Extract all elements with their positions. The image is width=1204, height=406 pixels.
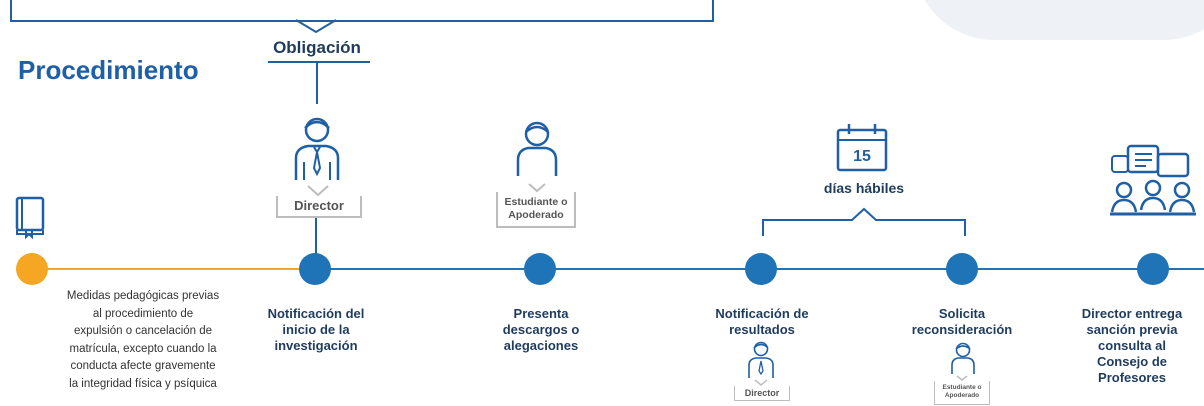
role-director: Director [276,196,362,218]
timeline-dot-start [16,253,48,285]
calendar-number: 15 [853,148,871,165]
director-icon [294,117,340,180]
role-notch [754,379,768,386]
days-bracket [762,207,966,236]
background-shape [914,0,1204,40]
timeline-previous [32,268,316,270]
timeline-dot-3 [745,253,777,285]
obligation-label: Obligación [273,38,361,57]
director-connector [315,218,317,266]
role-director-small: Director [734,386,790,401]
bracket-notch [295,19,337,34]
role-student: Estudiante o Apoderado [496,192,576,228]
intro-description: Medidas pedagógicas previas al procedimi… [66,290,220,390]
timeline-dot-2 [524,253,556,285]
top-bracket [10,0,714,22]
days-label: días hábiles [823,180,905,196]
role-notch [307,185,329,197]
step-1-label: Notificación del inicio de la investigac… [267,306,365,353]
timeline-dot-5 [1137,253,1169,285]
step-5-label: Director entrega sanción previa consulta… [1081,306,1183,385]
timeline-dot-4 [946,253,978,285]
role-student-small: Estudiante o Apoderado [934,381,990,405]
role-notch [956,375,968,381]
calendar-icon: 15 [836,124,888,172]
obligation-connector [316,62,318,104]
step-2-label: Presenta descargos o alegaciones [502,306,580,353]
meeting-icon [1110,144,1196,216]
step-4-label: Solicita reconsideración [911,306,1013,337]
book-icon [15,196,45,240]
step-3-label: Notificación de resultados [715,306,809,337]
role-notch [528,183,546,193]
page-title: Procedimiento [18,55,199,85]
obligation-underline [268,61,370,63]
timeline-dot-1 [299,253,331,285]
student-small-icon [951,342,975,374]
director-small-icon [748,341,774,378]
student-icon [516,121,558,176]
